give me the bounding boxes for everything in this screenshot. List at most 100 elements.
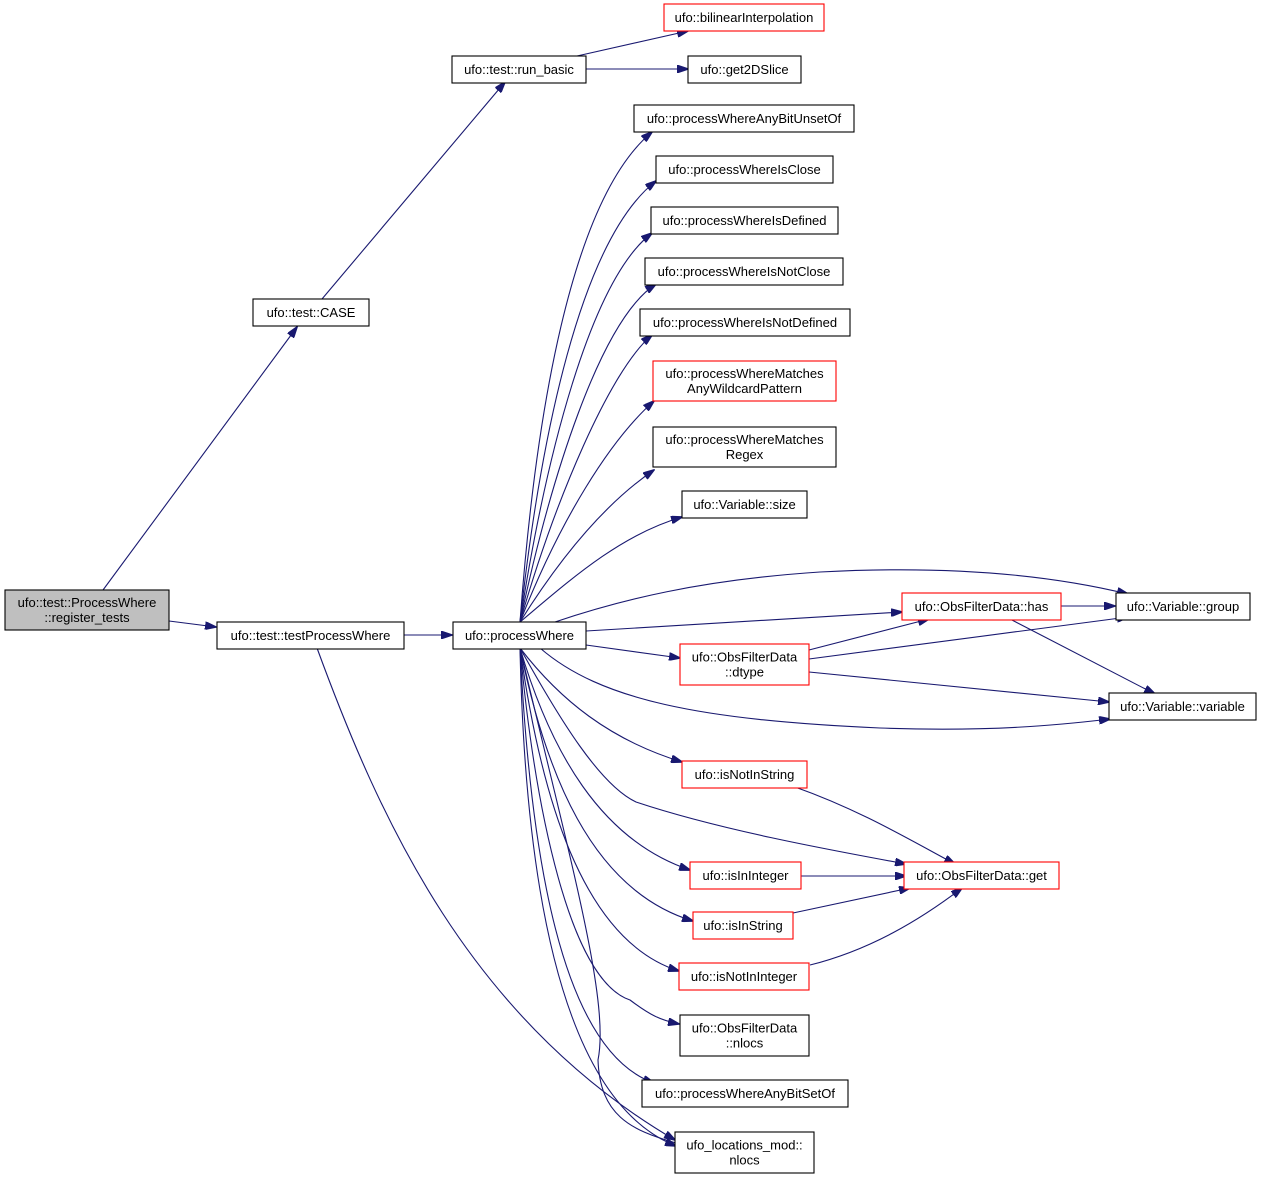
call-nodes: ufo::test::ProcessWhere::register_testsu… xyxy=(4,3,1257,1174)
node-isnotininteger[interactable]: ufo::isNotInInteger xyxy=(678,962,810,991)
node-box xyxy=(663,3,825,32)
node-label: AnyWildcardPattern xyxy=(687,381,802,396)
node-box xyxy=(679,643,810,686)
node-anyunset[interactable]: ufo::processWhereAnyBitUnsetOf xyxy=(633,104,855,133)
node-box xyxy=(652,360,837,402)
node-label: ufo::processWhereIsNotDefined xyxy=(653,315,837,330)
node-label: ufo::ObsFilterData xyxy=(692,650,798,665)
node-pw[interactable]: ufo::processWhere xyxy=(452,621,587,650)
node-case[interactable]: ufo::test::CASE xyxy=(252,298,370,327)
edge-pw-group xyxy=(554,569,1128,623)
node-nlocs[interactable]: ufo::ObsFilterData::nlocs xyxy=(679,1014,810,1057)
node-box xyxy=(1108,692,1257,721)
edge-has-variable xyxy=(1009,618,1155,694)
edge-pw-isclose xyxy=(519,181,656,623)
node-isnotinstring[interactable]: ufo::isNotInString xyxy=(681,760,808,789)
node-label: ufo::Variable::size xyxy=(693,497,795,512)
node-anyset[interactable]: ufo::processWhereAnyBitSetOf xyxy=(641,1079,849,1108)
node-box xyxy=(451,55,587,84)
node-box xyxy=(692,911,794,940)
edge-pw-isnotclose xyxy=(519,284,656,623)
node-label: ufo::test::ProcessWhere xyxy=(18,595,157,610)
node-box xyxy=(252,298,370,327)
edge-dtype-group xyxy=(808,617,1128,660)
node-box xyxy=(452,621,587,650)
node-label: ::register_tests xyxy=(44,610,130,625)
edge-isinstring-get xyxy=(792,888,910,914)
node-get2d[interactable]: ufo::get2DSlice xyxy=(687,55,802,84)
node-isnotclose[interactable]: ufo::processWhereIsNotClose xyxy=(644,257,844,286)
node-label: ufo::ObsFilterData xyxy=(692,1021,798,1036)
node-box xyxy=(650,206,839,235)
edge-pw-wildcard xyxy=(519,401,654,623)
edge-pw-varsize xyxy=(519,517,682,623)
node-group[interactable]: ufo::Variable::group xyxy=(1115,592,1251,621)
node-label: ufo::ObsFilterData::get xyxy=(916,868,1047,883)
node-label: ufo::isNotInString xyxy=(695,767,795,782)
node-box xyxy=(633,104,855,133)
call-edges xyxy=(102,31,1155,1146)
node-testpw[interactable]: ufo::test::testProcessWhere xyxy=(216,621,405,650)
node-has[interactable]: ufo::ObsFilterData::has xyxy=(901,592,1062,621)
node-isnotdefined[interactable]: ufo::processWhereIsNotDefined xyxy=(639,308,851,337)
node-label: ufo::Variable::group xyxy=(1127,599,1240,614)
node-label: ufo::processWhereIsClose xyxy=(668,162,820,177)
node-label: ufo::isInInteger xyxy=(703,868,790,883)
node-label: ufo::test::CASE xyxy=(267,305,356,320)
edge-testpw-locnlocs xyxy=(316,647,675,1140)
node-label: ufo::isNotInInteger xyxy=(691,969,798,984)
node-box xyxy=(1115,592,1251,621)
node-label: ufo::processWhereIsDefined xyxy=(662,213,826,228)
edge-pw-isinstring xyxy=(519,647,693,921)
node-label: ufo::bilinearInterpolation xyxy=(675,10,814,25)
node-label: nlocs xyxy=(729,1153,760,1168)
node-label: Regex xyxy=(726,447,764,462)
node-box xyxy=(674,1131,815,1174)
node-locnlocs[interactable]: ufo_locations_mod::nlocs xyxy=(674,1131,815,1174)
edge-pw-anyunset xyxy=(519,132,652,623)
edge-pw-isnotininteger xyxy=(519,647,679,971)
node-wildcard[interactable]: ufo::processWhereMatchesAnyWildcardPatte… xyxy=(652,360,837,402)
node-variable[interactable]: ufo::Variable::variable xyxy=(1108,692,1257,721)
edge-pw-get xyxy=(519,647,906,864)
node-box xyxy=(901,592,1062,621)
node-box xyxy=(679,1014,810,1057)
edge-dtype-variable xyxy=(808,671,1109,702)
node-isininteger[interactable]: ufo::isInInteger xyxy=(689,861,802,890)
edge-pw-isdefined xyxy=(519,233,652,623)
node-isclose[interactable]: ufo::processWhereIsClose xyxy=(655,155,834,184)
node-box xyxy=(687,55,802,84)
node-label: ufo::processWhereAnyBitUnsetOf xyxy=(647,111,842,126)
node-box xyxy=(681,490,808,519)
node-bilinear[interactable]: ufo::bilinearInterpolation xyxy=(663,3,825,32)
edge-isnotininteger-get xyxy=(809,888,962,966)
node-get[interactable]: ufo::ObsFilterData::get xyxy=(903,861,1060,890)
edge-pw-regex xyxy=(519,470,654,623)
node-label: ufo::isInString xyxy=(703,918,783,933)
edge-pw-has xyxy=(585,612,902,632)
node-run-basic[interactable]: ufo::test::run_basic xyxy=(451,55,587,84)
edge-dtype-has xyxy=(808,619,929,651)
edge-pw-locnlocs-2 xyxy=(519,647,677,1144)
node-isdefined[interactable]: ufo::processWhereIsDefined xyxy=(650,206,839,235)
node-varsize[interactable]: ufo::Variable::size xyxy=(681,490,808,519)
node-label: ::nlocs xyxy=(726,1036,764,1051)
node-label: ufo::processWhereMatches xyxy=(665,432,824,447)
node-box xyxy=(678,962,810,991)
edge-pw-isininteger xyxy=(519,647,690,870)
node-dtype[interactable]: ufo::ObsFilterData::dtype xyxy=(679,643,810,686)
node-root[interactable]: ufo::test::ProcessWhere::register_tests xyxy=(4,589,170,631)
node-box xyxy=(216,621,405,650)
edge-root-testpw xyxy=(168,620,216,627)
edge-isnotinstring-get xyxy=(794,786,955,864)
node-box xyxy=(641,1079,849,1108)
node-box xyxy=(639,308,851,337)
node-label: ufo::Variable::variable xyxy=(1120,699,1245,714)
node-isinstring[interactable]: ufo::isInString xyxy=(692,911,794,940)
edge-case-runbasic xyxy=(321,82,505,300)
node-label: ::dtype xyxy=(725,665,764,680)
node-box xyxy=(4,589,170,631)
node-label: ufo::ObsFilterData::has xyxy=(915,599,1049,614)
node-label: ufo::processWhere xyxy=(465,628,574,643)
